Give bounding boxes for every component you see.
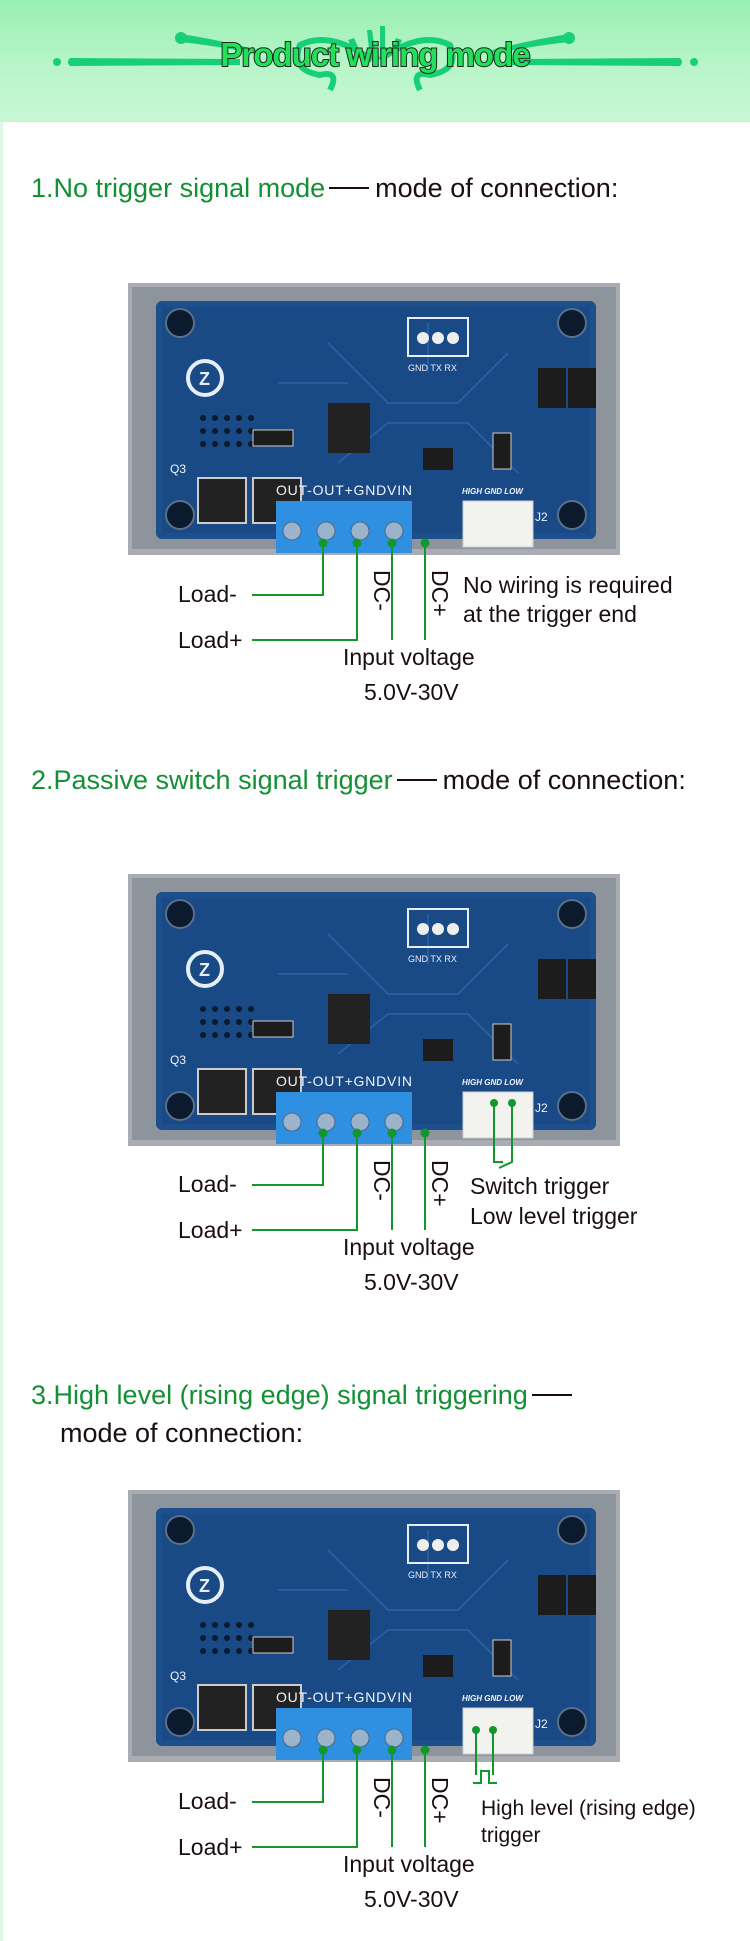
svg-text:HIGH GND LOW: HIGH GND LOW — [462, 487, 524, 496]
section-3-heading-suffix: mode of connection: — [60, 1418, 304, 1448]
svg-text:GND TX RX: GND TX RX — [408, 1570, 457, 1580]
svg-text:Q3: Q3 — [170, 462, 186, 476]
svg-text:J2: J2 — [535, 1717, 548, 1731]
load-plus-wire — [252, 1133, 358, 1231]
section-1-heading-suffix: mode of connection: — [375, 173, 619, 203]
svg-text:Z: Z — [199, 960, 210, 980]
heading-dash — [531, 1393, 572, 1396]
dc-plus-label: DC+ — [427, 1160, 453, 1207]
ornament-icon — [53, 26, 698, 92]
section-3-board-image: Z GND TX RX OUT-OUT+GNDVIN HIGH GND LOW … — [128, 1490, 620, 1762]
load-plus-wire — [252, 1750, 358, 1848]
svg-text:OUT-OUT+GNDVIN: OUT-OUT+GNDVIN — [276, 1689, 412, 1705]
section-3-heading: 3.High level (rising edge) signal trigge… — [31, 1379, 578, 1411]
load-minus-label: Load- — [178, 581, 237, 607]
svg-text:HIGH GND LOW: HIGH GND LOW — [462, 1694, 524, 1703]
input-voltage-label: Input voltage — [343, 1234, 475, 1260]
heading-dash — [329, 186, 370, 189]
svg-text:GND TX RX: GND TX RX — [408, 954, 457, 964]
trigger-note-line1: High level (rising edge) — [481, 1797, 696, 1820]
svg-text:J2: J2 — [535, 1101, 548, 1115]
left-border — [0, 122, 3, 1941]
page-header-banner: Product wiring mode — [0, 0, 750, 122]
section-1-heading-title: 1.No trigger signal mode — [31, 173, 326, 203]
pcb-board-icon: Z GND TX RX OUT-OUT+GNDVIN HIGH GND LOW … — [128, 874, 620, 1146]
svg-text:Q3: Q3 — [170, 1053, 186, 1067]
trigger-note-line1: No wiring is required — [463, 572, 673, 598]
input-voltage-label: Input voltage — [343, 644, 475, 670]
dc-minus-label: DC- — [369, 570, 395, 611]
svg-text:J2: J2 — [535, 510, 548, 524]
voltage-range-label: 5.0V-30V — [364, 1269, 459, 1295]
voltage-range-label: 5.0V-30V — [364, 1886, 459, 1912]
load-plus-label: Load+ — [178, 1217, 243, 1243]
input-voltage-label: Input voltage — [343, 1851, 475, 1877]
dc-plus-label: DC+ — [427, 570, 453, 617]
pcb-board-icon: Z GND TX RX OUT-OUT+GNDVIN HIGH GND LOW … — [128, 283, 620, 555]
section-2-heading-title: 2.Passive switch signal trigger — [31, 765, 393, 795]
dc-minus-label: DC- — [369, 1160, 395, 1201]
section-2-heading: 2.Passive switch signal trigger mode of c… — [31, 764, 686, 796]
section-1-heading: 1.No trigger signal mode mode of connecti… — [31, 172, 618, 204]
svg-text:OUT-OUT+GNDVIN: OUT-OUT+GNDVIN — [276, 482, 412, 498]
dc-plus-label: DC+ — [427, 1777, 453, 1824]
page-title: Product wiring mode — [219, 35, 531, 74]
trigger-note-line2: at the trigger end — [463, 601, 637, 627]
heading-dash — [396, 778, 437, 781]
svg-text:GND TX RX: GND TX RX — [408, 363, 457, 373]
section-2-heading-suffix: mode of connection: — [442, 765, 686, 795]
load-minus-label: Load- — [178, 1788, 237, 1814]
voltage-range-label: 5.0V-30V — [364, 679, 459, 705]
svg-text:Q3: Q3 — [170, 1669, 186, 1683]
load-plus-label: Load+ — [178, 1834, 243, 1860]
section-3-heading-line2: mode of connection: — [60, 1417, 303, 1449]
section-3-heading-title: 3.High level (rising edge) signal trigge… — [31, 1380, 528, 1410]
dc-minus-label: DC- — [369, 1777, 395, 1818]
section-1-board-image: Z GND TX RX OUT-OUT+GNDVIN HIGH GND LOW … — [128, 283, 620, 555]
load-plus-label: Load+ — [178, 627, 243, 653]
load-minus-label: Load- — [178, 1171, 237, 1197]
pcb-board-icon: Z GND TX RX OUT-OUT+GNDVIN HIGH GND LOW … — [128, 1490, 620, 1762]
section-2-board-image: Z GND TX RX OUT-OUT+GNDVIN HIGH GND LOW … — [128, 874, 620, 1146]
trigger-note-line1: Switch trigger — [470, 1173, 610, 1199]
trigger-note-line2: trigger — [481, 1824, 541, 1847]
svg-text:Z: Z — [199, 369, 210, 389]
svg-text:HIGH GND LOW: HIGH GND LOW — [462, 1078, 524, 1087]
svg-text:Z: Z — [199, 1576, 210, 1596]
svg-text:OUT-OUT+GNDVIN: OUT-OUT+GNDVIN — [276, 1073, 412, 1089]
trigger-note-line2: Low level trigger — [470, 1203, 638, 1229]
load-plus-wire — [252, 543, 358, 641]
